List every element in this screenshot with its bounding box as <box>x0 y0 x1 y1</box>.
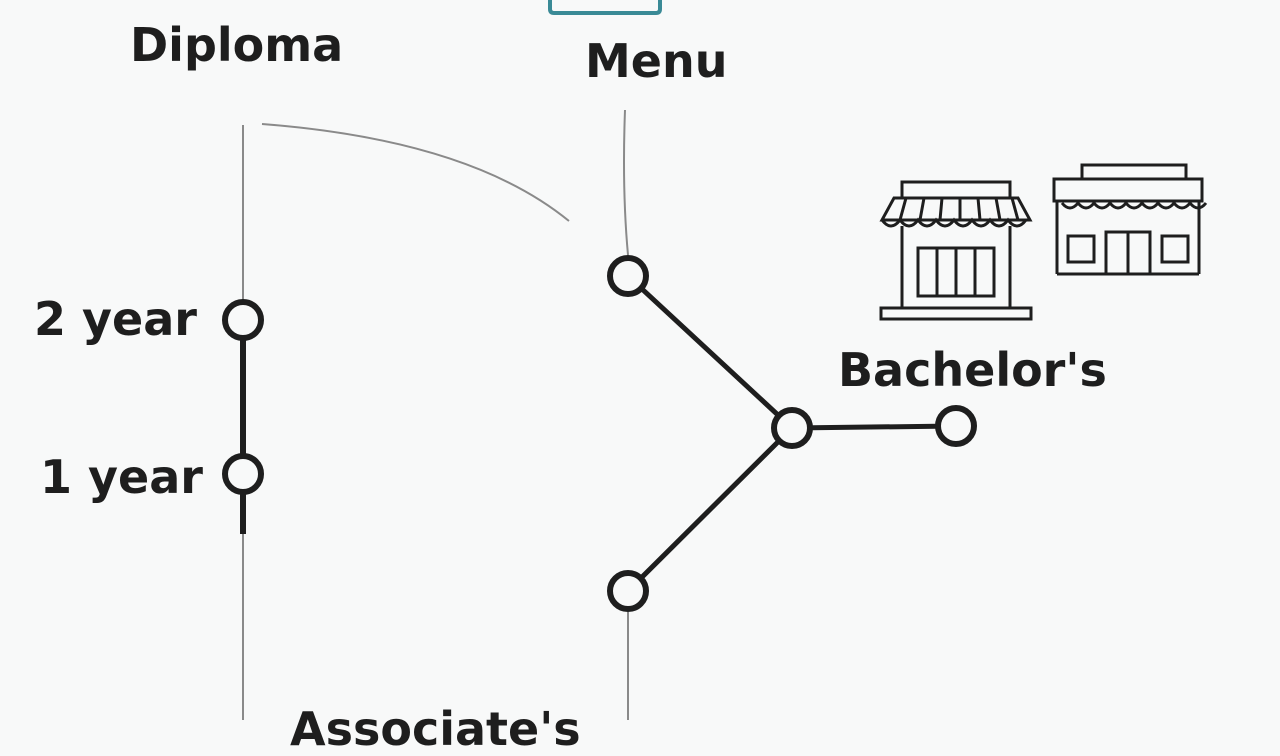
node-two-year <box>222 299 264 341</box>
two-year-label: 2 year <box>34 292 197 346</box>
edge-hub-to-bachelors <box>791 423 957 431</box>
edge-hub-to-bottom <box>626 426 794 593</box>
one-year-label: 1 year <box>40 450 203 504</box>
menu-guide-line <box>623 109 629 256</box>
bachelors-label: Bachelor's <box>838 343 1107 397</box>
menu-label: Menu <box>585 34 728 88</box>
node-bachelors <box>935 405 977 447</box>
edge-top-to-hub <box>626 274 794 430</box>
storefront-icon <box>879 180 1033 321</box>
diagram-canvas <box>222 0 1208 720</box>
storefront-icon <box>1052 163 1208 276</box>
associates-label: Associate's <box>290 702 581 756</box>
node-associates <box>607 570 649 612</box>
pathway-diagram: Diploma Menu 2 year 1 year Bachelor's As… <box>34 0 1208 752</box>
curved-guide-line <box>261 123 570 222</box>
node-one-year <box>222 453 264 495</box>
node-menu <box>607 255 649 297</box>
laptop-icon <box>548 0 662 15</box>
node-hub <box>771 407 813 449</box>
diploma-label: Diploma <box>130 18 344 72</box>
